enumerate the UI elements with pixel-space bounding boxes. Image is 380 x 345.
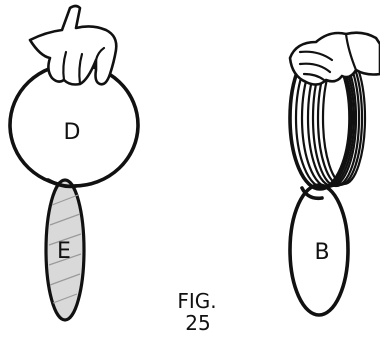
right-ring-group: B [290, 33, 380, 315]
ring-b-label: B [314, 240, 329, 265]
caption-line-2: 25 [185, 311, 210, 335]
caption-line-1: FIG. [177, 289, 216, 313]
ring-d-label: D [64, 120, 81, 145]
ring-e-label: E [57, 239, 71, 264]
left-ring-group: D E [10, 6, 138, 320]
figure-caption: FIG. 25 [177, 289, 216, 335]
right-hand-icon [290, 33, 380, 85]
